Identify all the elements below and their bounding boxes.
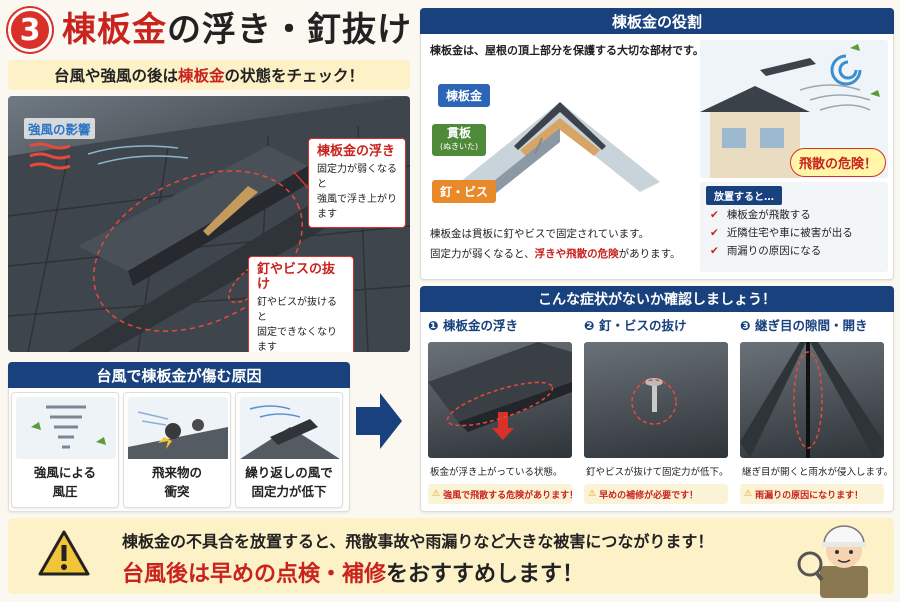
cause-debris: 飛来物の衝突 [123,392,231,508]
symptom-lifting-photo [428,342,572,458]
subtitle-red: 棟板金 [177,67,225,85]
symptom-lifting: ❶ 棟板金の浮き 板金が浮き上がっている状態。 ⚠強風で飛散する危険があります！ [424,318,578,508]
neglect-item: ✔ 近隣住宅や車に被害が出る [710,224,853,242]
wind-label: 強風の影響 [24,118,95,139]
debris-icon [128,397,228,459]
title-rest: の浮き・釘抜け [167,10,412,50]
roof-photo: 強風の影響 棟板金の浮き 固定力が弱くなると 強風で浮き上がります 釘やビスの抜… [8,96,410,352]
bottom-line2: 台風後は早めの点検・補修をおすすめします！ [122,556,584,588]
cause-debris-l1: 飛来物の [151,465,202,480]
danger-badge: 飛散の危険！ [790,148,887,177]
symptom-nail-title: ❷ 釘・ビスの抜け [584,315,686,334]
tornado-icon [16,397,116,459]
role-desc2: 固定力が弱くなると、浮きや飛散の危険があります。 [430,246,681,261]
cause-wind: 強風による風圧 [11,392,119,508]
neglect-item-text: 雨漏りの原因になる [726,245,822,257]
bottom-line1: 棟板金の不具合を放置すると、飛散事故や雨漏りなど大きな被害につながります！ [122,532,714,551]
cause-debris-l2: 衝突 [164,484,190,499]
ridge-wind-icon [240,397,340,459]
page-title: 棟板金の浮き・釘抜け [62,8,412,52]
neglect-list: ✔ 棟板金が飛散する ✔ 近隣住宅や車に被害が出る ✔ 雨漏りの原因になる [710,206,853,260]
symptom-nail-desc: 釘やビスが抜けて固定力が低下。 [586,467,729,478]
warning-icon: ⚠ [588,489,597,499]
callout-nail: 釘やビスの抜け 釘やビスが抜けると 固定できなくなります [248,256,354,352]
cause-repeated-l1: 繰り返しの風で [245,465,333,480]
symptom-num: ❷ [584,318,595,333]
title-red: 棟板金 [62,10,167,50]
warning-icon: ⚠ [744,489,753,499]
bottom-line2-post: をおすすめします！ [386,562,585,587]
role-intro: 棟板金は、屋根の頂上部分を保護する大切な部材です。 [430,44,704,57]
check-icon: ✔ [710,245,719,257]
worker-mascot-icon [790,510,886,602]
bottom-line2-red: 台風後は早めの点検・補修 [122,562,387,587]
symptom-gap-desc: 継ぎ目が開くと雨水が侵入します。 [742,467,894,478]
role-heading: 棟板金の役割 [420,8,894,34]
cause-wind-l1: 強風による [33,465,97,480]
cause-repeated-l2: 固定力が低下 [251,484,327,499]
symptom-warn-text: 雨漏りの原因になります！ [755,490,864,501]
tag-ridge: 棟板金 [438,84,491,107]
role-desc2-red: 浮きや飛散の危険 [534,248,619,260]
warning-triangle-icon [38,530,90,580]
warning-icon: ⚠ [432,489,441,499]
subtitle-bar: 台風や強風の後は棟板金の状態をチェック！ [8,60,410,90]
callout-nail-title: 釘やビスの抜け [257,262,336,292]
symptom-lifting-warning: ⚠強風で飛散する危険があります！ [428,484,578,504]
neglect-item: ✔ 棟板金が飛散する [710,206,853,224]
check-icon: ✔ [710,209,719,221]
tag-board: 貫板 (ぬきいた) [432,124,487,156]
callout-lifting-line1: 固定力が弱くなると [317,164,397,190]
role-desc2-post: があります。 [618,248,681,260]
tag-nail: 釘・ビス [432,180,497,203]
callout-nail-line2: 固定できなくなります [257,327,337,352]
role-desc2-pre: 固定力が弱くなると、 [430,248,535,260]
symptom-gap-title: ❸ 継ぎ目の隙間・開き [740,315,867,334]
symptom-title-text: 釘・ビスの抜け [598,318,687,333]
callout-lifting: 棟板金の浮き 固定力が弱くなると 強風で浮き上がります [308,138,406,228]
symptom-warn-text: 早めの補修が必要です！ [599,490,699,501]
symptom-gap-photo [740,342,884,458]
callout-nail-line1: 釘やビスが抜けると [257,297,337,323]
tag-board-label: 貫板 [447,126,472,140]
symptom-nail-warning: ⚠早めの補修が必要です！ [584,484,728,504]
neglect-label: 放置すると… [706,186,782,205]
callout-lifting-line2: 強風で浮き上がります [317,194,397,220]
symptom-gap-warning: ⚠雨漏りの原因になります！ [740,484,884,504]
symptom-warn-text: 強風で飛散する危険があります！ [443,490,579,501]
symptom-lifting-desc: 板金が浮き上がっている状態。 [430,467,563,478]
cause-wind-l2: 風圧 [52,484,78,499]
arrow-right-icon [356,393,402,453]
symptom-gap: ❸ 継ぎ目の隙間・開き 継ぎ目が開くと雨水が侵入します。 ⚠雨漏りの原因になりま… [736,318,893,508]
tag-board-reading: (ぬきいた) [440,142,479,151]
callout-lifting-title: 棟板金の浮き [317,144,396,159]
symptoms-heading: こんな症状がないか確認しましょう！ [420,286,894,312]
causes-heading: 台風で棟板金が傷む原因 [8,362,350,388]
section-number-badge: 3 [8,8,52,52]
symptom-num: ❶ [428,318,439,333]
symptom-nail-photo [584,342,728,458]
neglect-item: ✔ 雨漏りの原因になる [710,242,853,260]
symptom-num: ❸ [740,318,751,333]
symptom-title-text: 棟板金の浮き [442,318,518,333]
neglect-item-text: 近隣住宅や車に被害が出る [726,227,853,239]
symptom-lifting-title: ❶ 棟板金の浮き [428,315,518,334]
check-icon: ✔ [710,227,719,239]
role-desc1: 棟板金は貫板に釘やビスで固定されています。 [430,228,650,240]
symptom-nail: ❷ 釘・ビスの抜け 釘やビスが抜けて固定力が低下。 ⚠早めの補修が必要です！ [580,318,732,508]
subtitle-pre: 台風や強風の後は [53,67,178,85]
subtitle-post: の状態をチェック！ [224,67,365,85]
cause-repeated-wind: 繰り返しの風で固定力が低下 [235,392,343,508]
bottom-banner [8,518,894,594]
neglect-item-text: 棟板金が飛散する [726,209,811,221]
symptom-title-text: 継ぎ目の隙間・開き [754,318,868,333]
